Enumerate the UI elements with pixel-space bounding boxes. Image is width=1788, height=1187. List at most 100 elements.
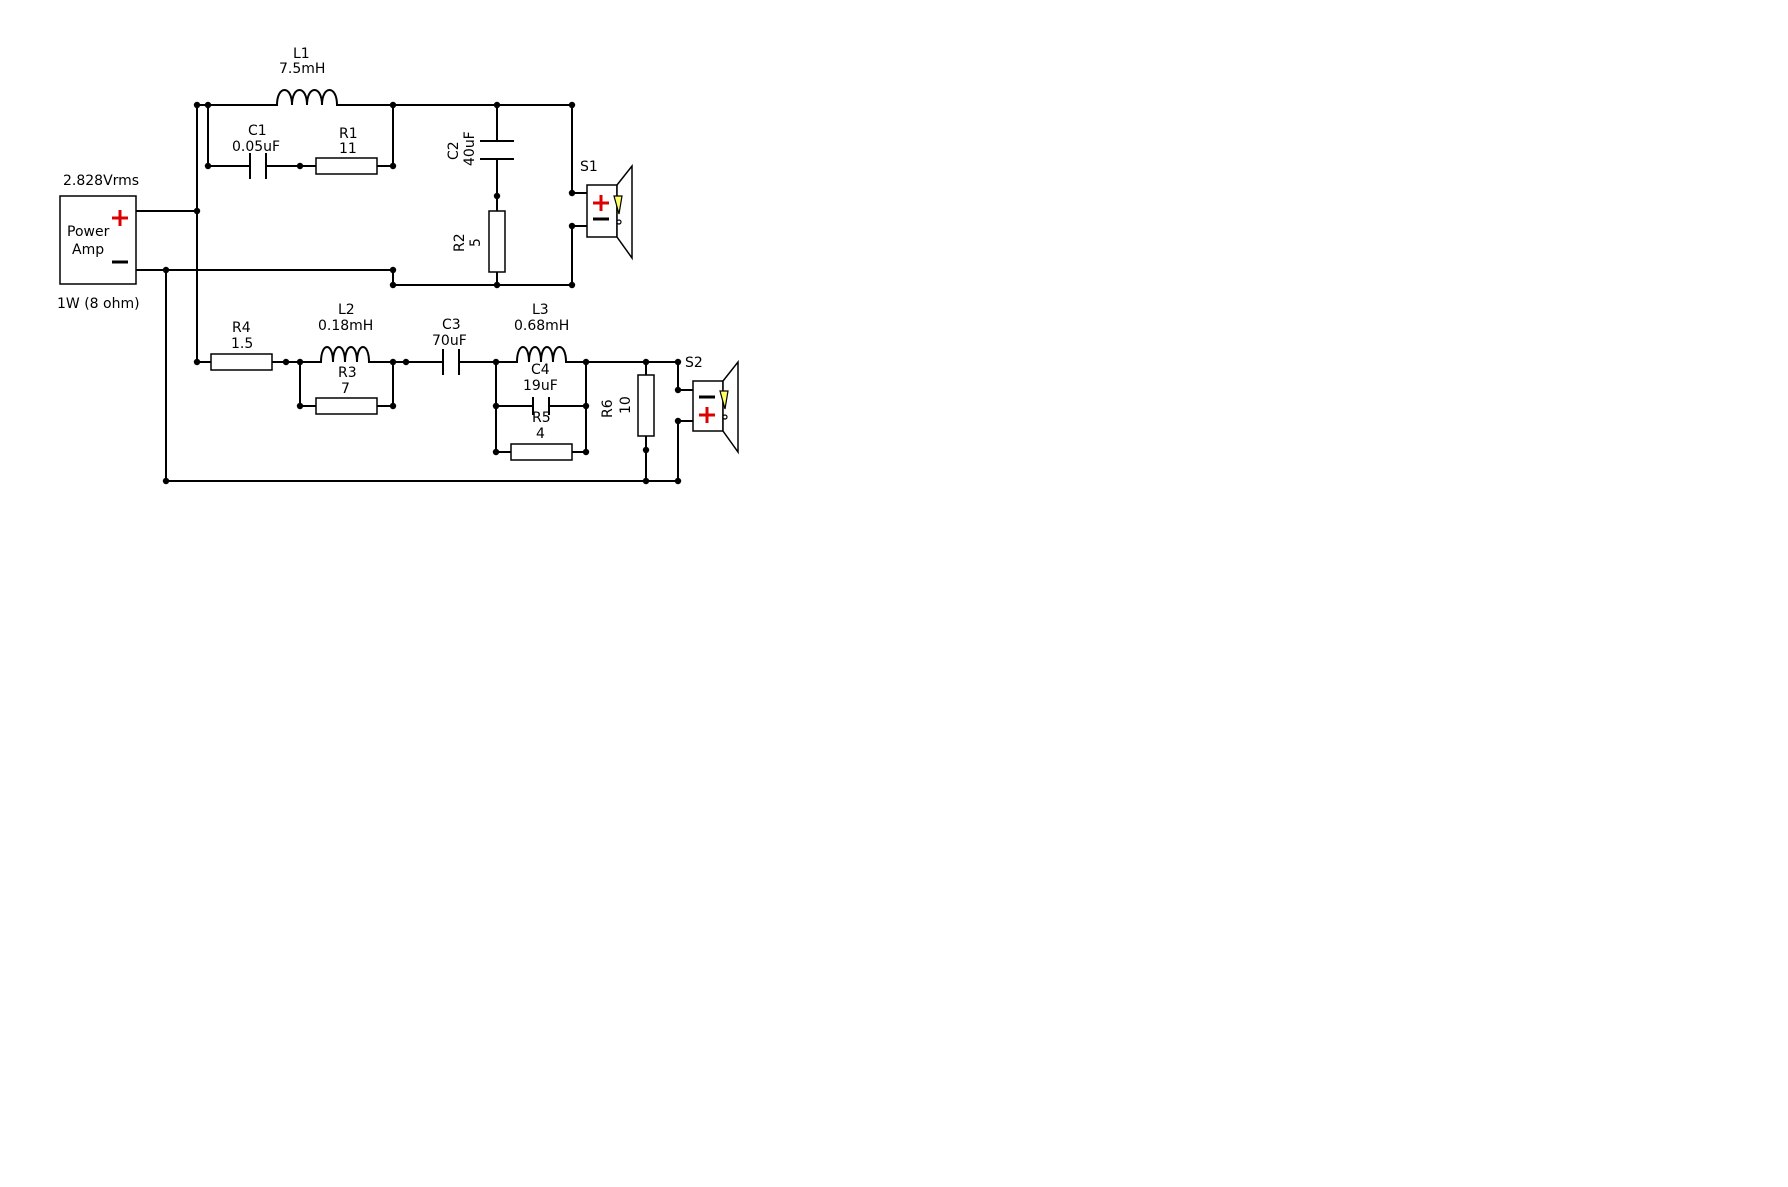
junction-dot (492, 402, 500, 410)
r6-value-label: 10 (618, 396, 634, 414)
junction-dot (389, 101, 397, 109)
junction-dot (204, 101, 212, 109)
r5-value-label: 4 (536, 426, 545, 442)
resistor-r5[interactable]: R5 4 (510, 410, 573, 461)
junctions (162, 101, 682, 485)
r2-value-label: 5 (468, 238, 484, 247)
speaker-polarity-mark-icon (719, 390, 729, 410)
plus-terminal-icon (112, 210, 128, 226)
junction-dot (642, 446, 650, 454)
resistor-body (315, 157, 378, 175)
resistor-r2[interactable]: R2 5 (452, 210, 506, 273)
c2-value-label: 40uF (462, 131, 478, 166)
junction-dot (582, 402, 590, 410)
junction-dot (162, 477, 170, 485)
c2-ref-label: C2 (446, 141, 462, 160)
resistor-body (488, 210, 506, 273)
s1-ref-label: S1 (580, 159, 598, 175)
speaker-plus-icon (699, 407, 715, 423)
wires (135, 104, 694, 482)
junction-dot (296, 162, 304, 170)
speaker-s1[interactable]: S1 (580, 159, 633, 261)
junction-dot (296, 402, 304, 410)
speaker-dot-icon (616, 219, 622, 225)
junction-dot (193, 358, 201, 366)
resistor-body (315, 397, 378, 415)
junction-dot (492, 448, 500, 456)
inductor-coil-icon (515, 346, 568, 364)
junction-dot (674, 417, 682, 425)
power-amp-box[interactable] (59, 195, 137, 285)
r5-ref-label: R5 (532, 410, 551, 426)
capacitor-c2[interactable]: C2 40uF (446, 131, 514, 166)
l3-ref-label: L3 (532, 302, 549, 318)
speaker-magnet-body (692, 380, 724, 432)
resistor-r1[interactable]: R1 11 (315, 126, 378, 175)
resistor-body (510, 443, 573, 461)
junction-dot (389, 266, 397, 274)
speaker-cone-icon (616, 163, 633, 261)
capacitor-c3[interactable]: C3 70uF (432, 317, 467, 375)
junction-dot (674, 358, 682, 366)
junction-dot (568, 101, 576, 109)
l2-value-label: 0.18mH (318, 318, 373, 334)
junction-dot (193, 207, 201, 215)
c4-value-label: 19uF (523, 378, 558, 394)
inductor-l2[interactable]: L2 0.18mH (318, 302, 373, 364)
l1-value-label: 7.5mH (279, 61, 325, 77)
junction-dot (568, 222, 576, 230)
c4-ref-label: C4 (531, 362, 550, 378)
r3-ref-label: R3 (338, 365, 357, 381)
resistor-r4[interactable]: R4 1.5 (210, 320, 273, 371)
resistor-body (210, 353, 273, 371)
r3-value-label: 7 (341, 381, 350, 397)
c1-value-label: 0.05uF (232, 139, 280, 155)
capacitor-c4[interactable]: C4 19uF (523, 362, 558, 415)
junction-dot (389, 281, 397, 289)
junction-dot (389, 358, 397, 366)
junction-dot (389, 162, 397, 170)
r1-ref-label: R1 (339, 126, 358, 142)
resistor-r6[interactable]: R6 10 (600, 374, 655, 437)
resistor-body (637, 374, 655, 437)
junction-dot (674, 477, 682, 485)
junction-dot (204, 162, 212, 170)
amp-rating-label: 1W (8 ohm) (57, 296, 140, 312)
junction-dot (642, 477, 650, 485)
capacitor-c1[interactable]: C1 0.05uF (232, 123, 280, 179)
resistor-r3[interactable]: R3 7 (315, 365, 378, 415)
junction-dot (282, 358, 290, 366)
junction-dot (402, 358, 410, 366)
r6-ref-label: R6 (600, 399, 616, 418)
junction-dot (674, 386, 682, 394)
c1-ref-label: C1 (248, 123, 267, 139)
l2-ref-label: L2 (338, 302, 355, 318)
power-amp[interactable]: 2.828Vrms Power Amp 1W (8 ohm) (57, 173, 140, 312)
r4-ref-label: R4 (232, 320, 251, 336)
inductor-l3[interactable]: L3 0.68mH (514, 302, 569, 364)
inductor-coil-icon (275, 89, 339, 107)
junction-dot (568, 189, 576, 197)
junction-dot (493, 101, 501, 109)
inductor-l1[interactable]: L1 7.5mH (275, 46, 348, 107)
speaker-cone-icon (722, 359, 739, 455)
s2-ref-label: S2 (685, 355, 703, 371)
r1-value-label: 11 (339, 141, 357, 157)
c3-ref-label: C3 (442, 317, 461, 333)
amp-label-line1: Power (67, 224, 110, 240)
amp-voltage-label: 2.828Vrms (63, 173, 139, 189)
l3-value-label: 0.68mH (514, 318, 569, 334)
junction-dot (493, 192, 501, 200)
junction-dot (492, 358, 500, 366)
junction-dot (296, 358, 304, 366)
r4-value-label: 1.5 (231, 336, 253, 352)
r2-ref-label: R2 (452, 233, 468, 252)
amp-label-line2: Amp (72, 242, 104, 258)
inductor-coil-icon (319, 346, 371, 364)
junction-dot (642, 358, 650, 366)
junction-dot (162, 266, 170, 274)
speaker-s2[interactable]: S2 (685, 355, 739, 455)
junction-dot (582, 448, 590, 456)
